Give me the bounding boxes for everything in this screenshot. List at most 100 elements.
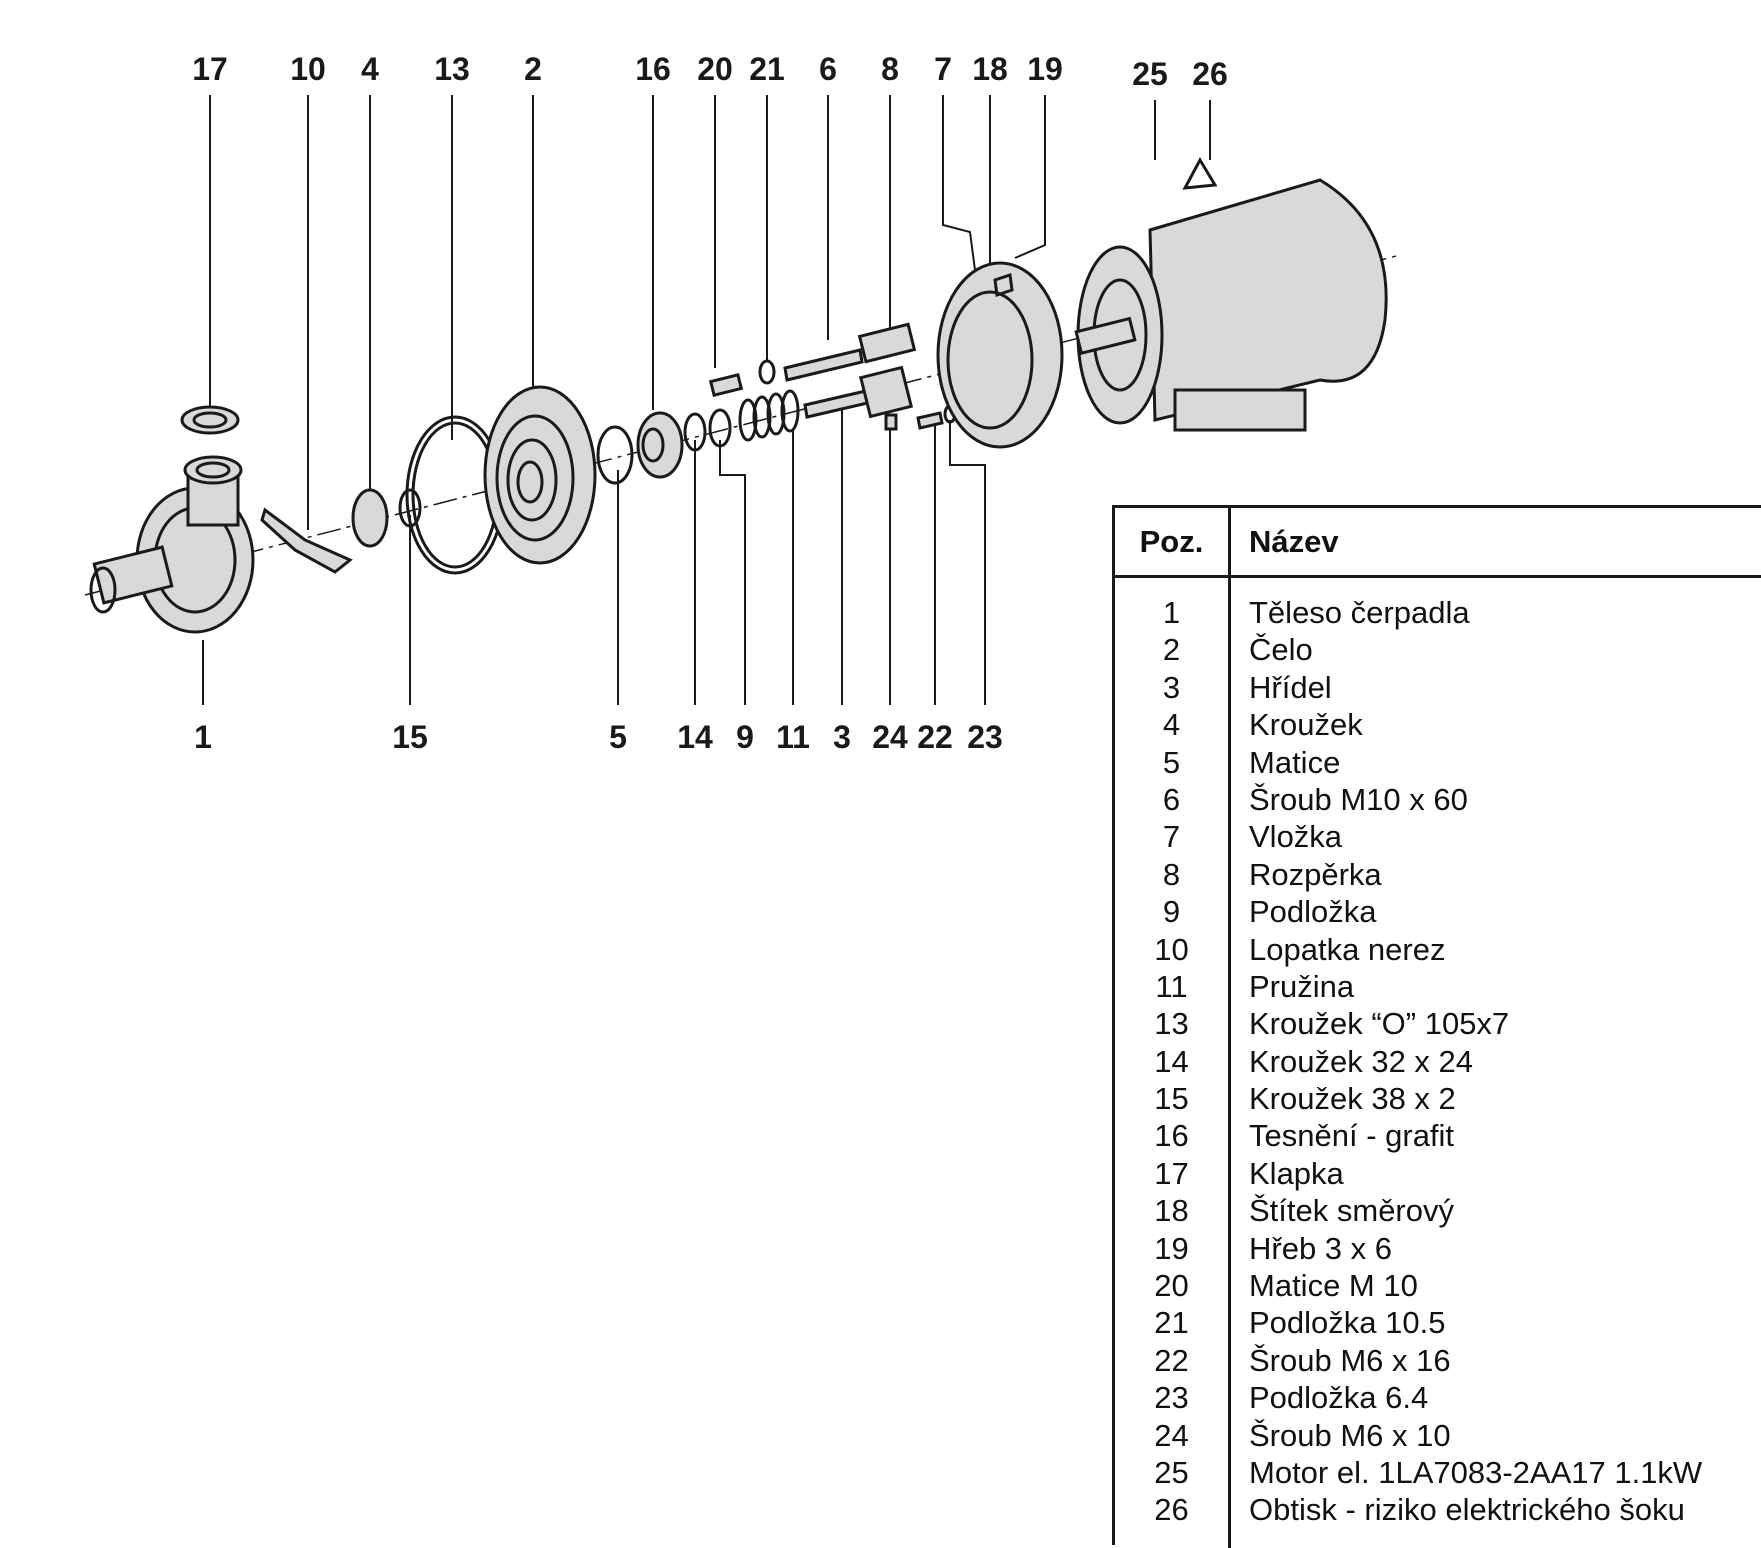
- table-row-pos: 24: [1154, 1417, 1189, 1453]
- table-row-name: Podložka: [1249, 894, 1377, 930]
- table-row-name: Matice M 10: [1249, 1268, 1418, 1304]
- table-row-pos: 23: [1154, 1380, 1189, 1416]
- exploded-pump-diagram: 17 10 4 13 2 16 20 21 6 8 7 18 19 25 26 …: [84, 51, 1401, 755]
- callout-8: 8: [881, 51, 899, 87]
- table-row-name: Motor el. 1LA7083-2AA17 1.1kW: [1249, 1454, 1703, 1490]
- table-row-name: Klapka: [1249, 1155, 1344, 1191]
- callout-22: 22: [917, 719, 953, 755]
- callout-4: 4: [361, 51, 379, 87]
- callout-1: 1: [194, 719, 212, 755]
- header-pos: Poz.: [1115, 508, 1231, 575]
- callout-26: 26: [1192, 56, 1228, 92]
- nut-20: [708, 373, 744, 397]
- callout-7: 7: [934, 51, 952, 87]
- direction-label-18: [993, 273, 1014, 297]
- warning-decal-26: [1182, 156, 1218, 190]
- ring-4: [351, 488, 389, 548]
- callout-10: 10: [290, 51, 326, 87]
- table-row-name: Tesnění - grafit: [1249, 1118, 1455, 1154]
- table-row-pos: 7: [1162, 819, 1181, 855]
- table-row-pos: 18: [1154, 1193, 1189, 1229]
- callouts-bottom: 1 15 5 14 9 11 3 24 22 23: [194, 719, 1003, 755]
- washer-21: [758, 359, 776, 385]
- table-row-name: Hřídel: [1249, 669, 1332, 705]
- table-row-name: Těleso čerpadla: [1249, 595, 1470, 630]
- callout-13: 13: [434, 51, 470, 87]
- table-row-pos: 21: [1154, 1305, 1189, 1341]
- nut-5: [596, 425, 634, 485]
- callout-2: 2: [524, 51, 542, 87]
- table-row-pos: 25: [1154, 1454, 1189, 1490]
- insert-7: [936, 261, 1064, 449]
- table-row-name: Hřeb 3 x 6: [1249, 1230, 1393, 1266]
- callout-3: 3: [833, 719, 851, 755]
- table-row-name: Kroužek 32 x 24: [1249, 1043, 1474, 1079]
- table-row-name: Šroub M10 x 60: [1249, 781, 1468, 817]
- washer-9: [708, 408, 732, 448]
- table-row-pos: 5: [1162, 744, 1181, 780]
- shaft-3: [803, 365, 914, 419]
- table-row-name: Kroužek “O” 105x7: [1249, 1006, 1510, 1042]
- table-row-name: Kroužek 38 x 2: [1249, 1081, 1456, 1117]
- callout-23: 23: [967, 719, 1003, 755]
- table-row-name: Obtisk - riziko elektrického šoku: [1249, 1492, 1685, 1528]
- flap-17: [180, 405, 240, 435]
- table-row-name: Šroub M6 x 16: [1249, 1342, 1451, 1378]
- table-row-name: Matice: [1249, 744, 1341, 780]
- table-row-pos: 13: [1154, 1006, 1189, 1042]
- table-row-pos: 17: [1154, 1155, 1189, 1191]
- end-cover-2: [483, 385, 597, 565]
- callout-5: 5: [609, 719, 627, 755]
- table-row-name: Vložka: [1249, 819, 1343, 855]
- table-row-name: Kroužek: [1249, 707, 1363, 743]
- table-row-pos: 3: [1162, 669, 1181, 705]
- bolt-6: [783, 348, 864, 382]
- ring-14: [683, 412, 707, 452]
- table-row-pos: 4: [1162, 707, 1181, 743]
- table-row-name: Lopatka nerez: [1249, 931, 1446, 967]
- table-row-pos: 19: [1154, 1230, 1189, 1266]
- table-row-pos: 9: [1162, 894, 1181, 930]
- callout-24: 24: [872, 719, 908, 755]
- top-leaders: [209, 95, 1211, 530]
- callout-16: 16: [635, 51, 671, 87]
- callout-19: 19: [1027, 51, 1063, 87]
- pump-body: [89, 455, 255, 634]
- callout-14: 14: [677, 719, 713, 755]
- table-header: Poz. Název: [1115, 508, 1761, 578]
- table-row-pos: 14: [1154, 1043, 1189, 1079]
- callout-11: 11: [776, 719, 810, 755]
- callout-25: 25: [1132, 56, 1168, 92]
- table-row-pos: 20: [1154, 1268, 1189, 1304]
- screw-22: [916, 411, 944, 430]
- table-row-name: Pružina: [1249, 968, 1355, 1004]
- table-row-pos: 1: [1162, 595, 1181, 630]
- table-row-name: Podložka 6.4: [1249, 1380, 1429, 1416]
- table-row-name: Podložka 10.5: [1249, 1305, 1446, 1341]
- impeller-10: [260, 507, 353, 574]
- motor-25: [1074, 156, 1388, 432]
- table-row-name: Šroub M6 x 10: [1249, 1417, 1451, 1453]
- spacer-8: [857, 322, 917, 364]
- table-row-pos: 26: [1154, 1492, 1189, 1528]
- table-row-name: Štítek směrový: [1249, 1193, 1454, 1229]
- table-row-pos: 10: [1154, 931, 1189, 967]
- callout-17: 17: [192, 51, 228, 87]
- callout-6: 6: [819, 51, 837, 87]
- table-row-pos: 6: [1162, 781, 1181, 817]
- callout-9: 9: [736, 719, 754, 755]
- table-row-pos: 11: [1155, 968, 1188, 1004]
- table-row-pos: 2: [1162, 632, 1181, 668]
- seal-16: [636, 411, 684, 479]
- callout-15: 15: [392, 719, 428, 755]
- table-row-pos: 15: [1154, 1081, 1189, 1117]
- bottom-leaders: [202, 410, 986, 705]
- spring-11: [738, 389, 800, 442]
- table-row-pos: 8: [1162, 856, 1181, 892]
- callout-21: 21: [749, 51, 785, 87]
- table-row-pos: 22: [1154, 1342, 1189, 1378]
